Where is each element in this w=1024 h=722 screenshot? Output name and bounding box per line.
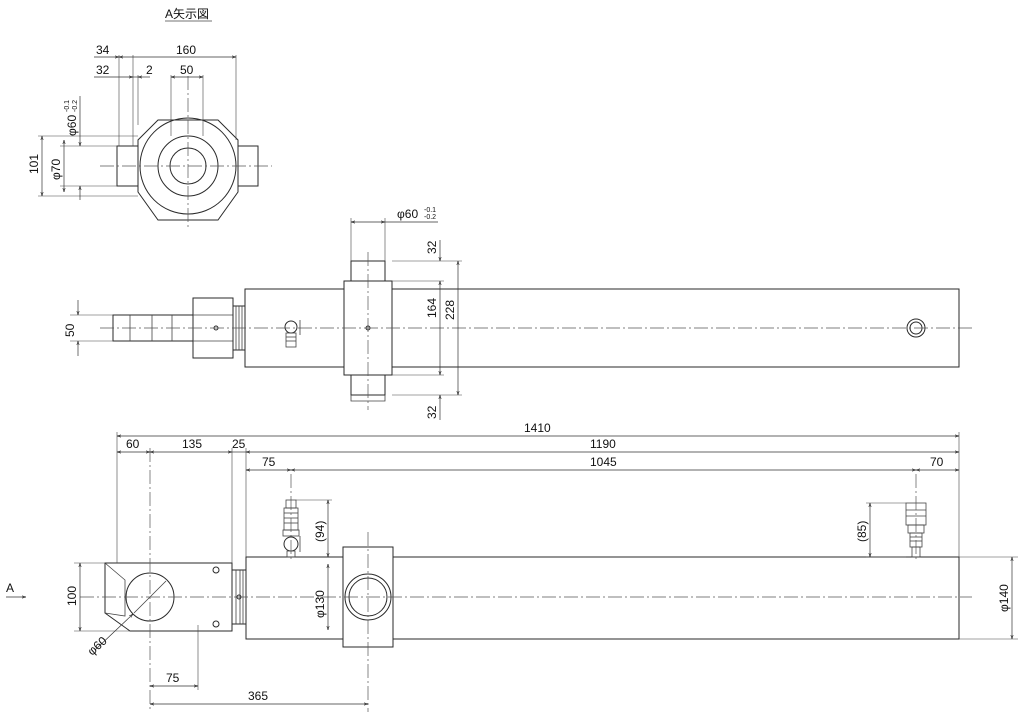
tol-minus-mid: -0.2 [424, 214, 436, 221]
dim-25: 25 [232, 437, 246, 451]
dim-2: 2 [146, 63, 153, 77]
dim-34: 34 [96, 43, 110, 57]
dim-75-bottom: 75 [166, 671, 180, 685]
dim-phi130: φ130 [313, 590, 327, 618]
dim-94: (94) [313, 521, 327, 542]
tol-plus: -0.1 [64, 100, 71, 112]
dim-phi70: φ70 [49, 159, 63, 180]
arrow-a-label: A [6, 581, 14, 595]
front-view: 1410 60 135 25 1190 75 1045 70 (94) φ130… [6, 421, 1018, 712]
dim-phi140: φ140 [997, 584, 1011, 612]
dim-phi60-front: φ60 [85, 633, 110, 658]
dim-32-bottom: 32 [425, 405, 439, 419]
dim-50-mid: 50 [63, 323, 77, 337]
dim-phi60-mid: φ60 [397, 207, 418, 221]
dim-160: 160 [176, 43, 196, 57]
dim-1410: 1410 [524, 421, 551, 435]
dim-101: 101 [27, 154, 41, 174]
dim-135: 135 [182, 437, 202, 451]
dim-228: 228 [443, 300, 457, 320]
dim-50: 50 [180, 63, 194, 77]
tol-minus: -0.2 [72, 100, 79, 112]
tol-plus-mid: -0.1 [424, 207, 436, 214]
dim-60: 60 [126, 437, 140, 451]
dim-phi60: φ60 [65, 115, 79, 136]
view-title: A矢示図 [165, 7, 209, 21]
a-arrow-view: A矢示図 34 160 32 2 50 [27, 7, 272, 228]
dim-32: 32 [96, 63, 110, 77]
dim-75-top: 75 [262, 455, 276, 469]
dim-164: 164 [425, 298, 439, 318]
dim-85: (85) [855, 521, 869, 542]
dim-32-top: 32 [425, 240, 439, 254]
dim-100: 100 [65, 586, 79, 606]
top-view: φ60 -0.1 -0.2 32 164 228 32 50 [63, 207, 972, 420]
dim-365: 365 [248, 689, 268, 703]
dim-1190: 1190 [590, 437, 616, 451]
dim-1045: 1045 [590, 455, 617, 469]
dim-70: 70 [930, 455, 944, 469]
